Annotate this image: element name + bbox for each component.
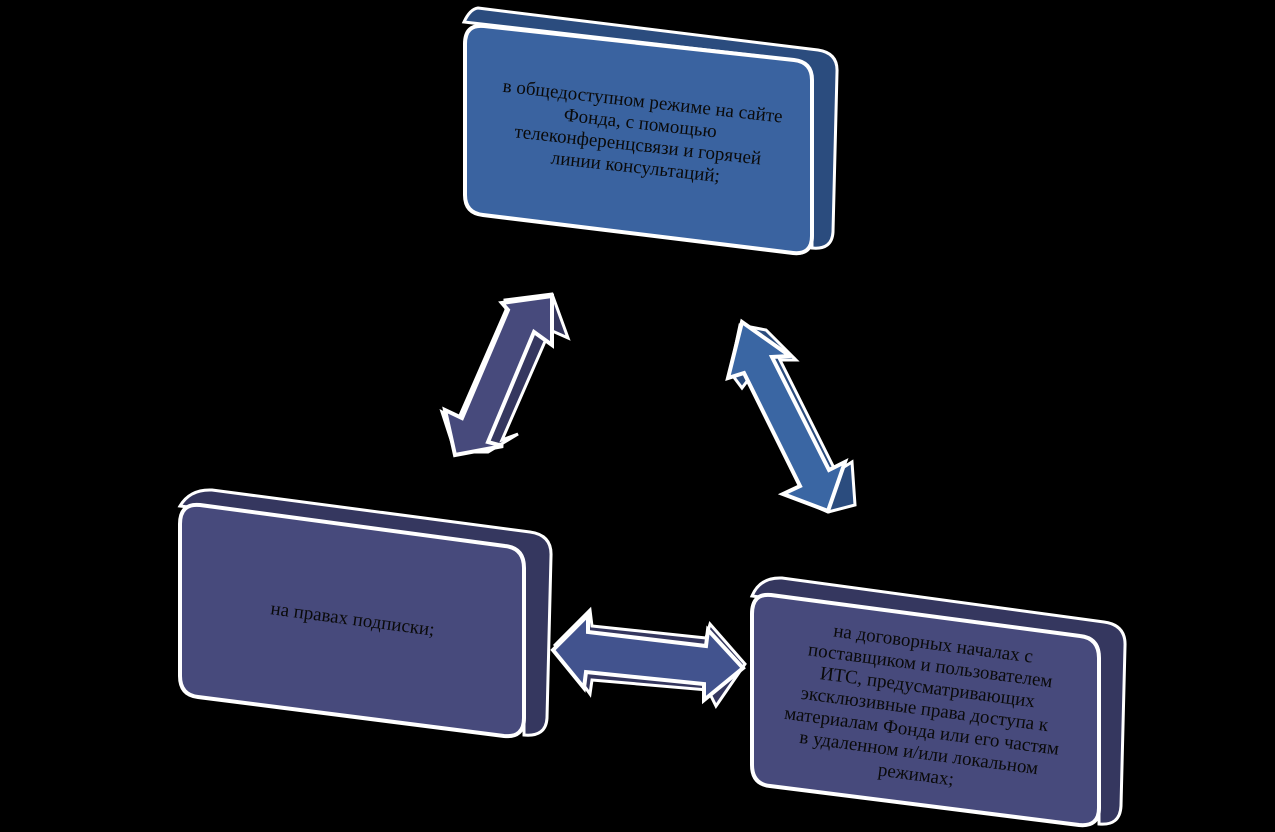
double-arrow-top-right <box>725 318 857 514</box>
double-arrow-top-left-shape <box>442 293 554 458</box>
top-box-depth <box>461 6 839 250</box>
right-box-depth <box>749 576 1127 826</box>
right-box-face <box>750 592 1101 828</box>
left-box-face <box>178 502 526 739</box>
double-arrow-left-right-shape <box>550 610 746 705</box>
top-box <box>461 6 839 256</box>
top-box-face <box>463 23 814 256</box>
double-arrow-top-left <box>439 292 571 458</box>
right-box <box>749 576 1127 828</box>
left-box <box>177 488 553 739</box>
left-box-depth <box>177 488 553 737</box>
double-arrow-left-right <box>550 606 747 709</box>
double-arrow-top-right-shape <box>725 318 849 514</box>
